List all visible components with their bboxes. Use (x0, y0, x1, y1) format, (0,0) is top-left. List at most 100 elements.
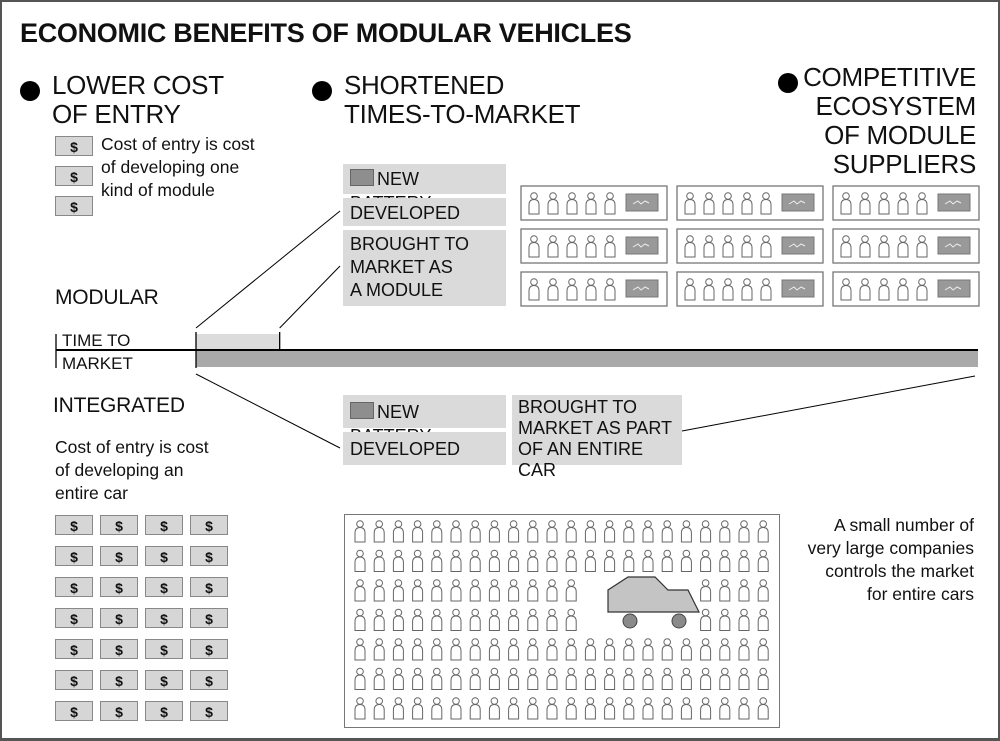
benefit-heading-line: TIMES-TO-MARKET (344, 99, 581, 129)
person-icon (738, 667, 750, 690)
person-icon (450, 549, 462, 572)
person-icon (700, 520, 712, 543)
person-icon (741, 278, 753, 301)
person-icon (469, 667, 481, 690)
dollar-bill-icon: $ (100, 577, 138, 597)
modular-developed-box: DEVELOPED (343, 198, 506, 226)
person-icon (508, 608, 520, 631)
dollar-bill-icon: $ (100, 546, 138, 566)
person-icon (584, 697, 596, 720)
person-icon (916, 235, 928, 258)
dollar-bill-icon: $ (190, 701, 228, 721)
person-icon (508, 579, 520, 602)
person-icon (642, 549, 654, 572)
battery-module-icon (781, 236, 815, 255)
person-icon (719, 667, 731, 690)
dollar-bill-icon: $ (190, 608, 228, 628)
text-line: A small number of (833, 515, 974, 535)
text-line: BROUGHT TO (518, 397, 638, 417)
dollar-bill-icon: $ (55, 166, 93, 186)
person-icon (738, 520, 750, 543)
benefit-heading-line: SUPPLIERS (832, 149, 977, 179)
person-icon (584, 638, 596, 661)
battery-module-icon (937, 236, 971, 255)
person-icon (878, 192, 890, 215)
person-icon (488, 667, 500, 690)
person-icon (722, 192, 734, 215)
person-icon (760, 192, 772, 215)
person-icon (547, 235, 559, 258)
text-line: very large companies (807, 538, 974, 558)
person-icon (469, 549, 481, 572)
person-icon (680, 520, 692, 543)
bullet-icon (20, 81, 40, 101)
modular-time-bar (196, 334, 280, 350)
module-supplier (676, 228, 824, 264)
dollar-bill-icon: $ (145, 577, 183, 597)
person-icon (373, 608, 385, 631)
dollar-bill-icon: $ (145, 701, 183, 721)
person-icon (859, 235, 871, 258)
page-title: ECONOMIC BENEFITS OF MODULAR VEHICLES (20, 18, 632, 48)
text-line: of developing an (55, 460, 184, 480)
text-line: TIME TO (62, 331, 131, 350)
person-icon (450, 579, 462, 602)
connector-developed (195, 210, 341, 329)
person-icon (604, 697, 616, 720)
person-icon (840, 278, 852, 301)
person-icon (488, 697, 500, 720)
modular-label: MODULAR (55, 286, 159, 309)
person-icon (623, 520, 635, 543)
integrated-market-box: BROUGHT TO MARKET AS PART OF AN ENTIRE C… (512, 395, 682, 480)
person-icon (585, 278, 597, 301)
car-icon (607, 576, 700, 629)
dollar-bill-icon: $ (55, 608, 93, 628)
text-line: Cost of entry is cost (55, 437, 209, 457)
person-icon (373, 549, 385, 572)
person-icon (527, 608, 539, 631)
bullet-icon (312, 81, 332, 101)
person-icon (757, 520, 769, 543)
person-icon (450, 608, 462, 631)
text-line: MARKET AS (350, 257, 453, 277)
dollar-bill-icon: $ (55, 639, 93, 659)
person-icon (642, 697, 654, 720)
text-line: MARKET (62, 354, 133, 373)
person-icon (585, 192, 597, 215)
dollar-bill-icon: $ (145, 639, 183, 659)
text-line: kind of module (101, 180, 215, 200)
benefit-heading-line: COMPETITIVE (803, 62, 976, 92)
person-icon (661, 549, 673, 572)
person-icon (354, 608, 366, 631)
person-icon (488, 608, 500, 631)
person-icon (527, 667, 539, 690)
person-icon (661, 520, 673, 543)
market-note: A small number of very large companies c… (808, 514, 974, 606)
person-icon (527, 579, 539, 602)
connector-market-car (681, 375, 976, 432)
person-icon (719, 579, 731, 602)
person-icon (488, 549, 500, 572)
person-icon (546, 579, 558, 602)
person-icon (604, 192, 616, 215)
person-icon (469, 520, 481, 543)
person-icon (527, 520, 539, 543)
person-icon (431, 579, 443, 602)
person-icon (412, 579, 424, 602)
person-icon (450, 697, 462, 720)
person-icon (757, 638, 769, 661)
person-icon (412, 549, 424, 572)
person-icon (354, 579, 366, 602)
person-icon (684, 192, 696, 215)
person-icon (703, 235, 715, 258)
dollar-bill-icon: $ (190, 546, 228, 566)
person-icon (741, 235, 753, 258)
person-icon (623, 667, 635, 690)
person-icon (623, 549, 635, 572)
battery-module-icon (625, 279, 659, 298)
timeline-axis-label: TIME TO MARKET (62, 329, 133, 375)
module-supplier (520, 271, 668, 307)
text-line: MARKET AS PART (518, 418, 673, 438)
person-icon (565, 549, 577, 572)
person-icon (431, 697, 443, 720)
